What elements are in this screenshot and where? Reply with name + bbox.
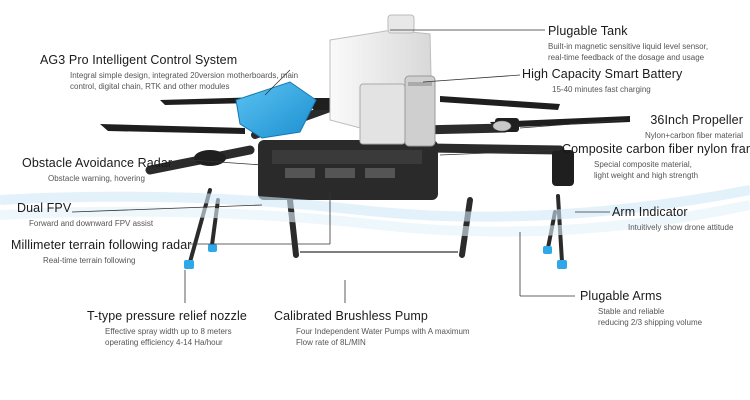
callout-title: AG3 Pro Intelligent Control System — [40, 53, 238, 67]
callout-title: Millimeter terrain following radar — [11, 238, 192, 252]
callout-title: High Capacity Smart Battery — [522, 67, 683, 81]
callout-title: Plugable Tank — [548, 24, 628, 38]
callout-desc: Four Independent Water Pumps with A maxi… — [296, 327, 470, 347]
callout-terrain-radar: Millimeter terrain following radar Real-… — [11, 238, 192, 266]
control-box — [235, 81, 317, 139]
callout-nozzle: T-type pressure relief nozzle Effective … — [87, 309, 247, 348]
callout-title: T-type pressure relief nozzle — [87, 309, 247, 323]
callout-battery: High Capacity Smart Battery 15-40 minute… — [522, 67, 682, 95]
callout-desc: Integral simple design, integrated 20ver… — [70, 71, 299, 91]
smart-battery — [404, 75, 436, 147]
callout-title: Calibrated Brushless Pump — [274, 309, 428, 323]
callout-obstacle-radar: Obstacle Avoidance Radar Obstacle warnin… — [22, 156, 172, 184]
callout-dual-fpv: Dual FPV Forward and downward FPV assist — [17, 201, 153, 229]
callout-desc: Intuitively show drone attitude — [628, 223, 734, 232]
main-body — [258, 140, 438, 200]
callout-title: Arm Indicator — [612, 205, 688, 219]
callout-control-system: AG3 Pro Intelligent Control System Integ… — [40, 53, 298, 92]
callout-title: Composite carbon fiber nylon frame — [562, 142, 750, 156]
callout-title: 36Inch Propeller — [650, 113, 743, 127]
callout-desc: Obstacle warning, hovering — [48, 174, 145, 183]
leader-lines — [71, 29, 626, 303]
callout-title: Obstacle Avoidance Radar — [22, 156, 173, 170]
callout-desc: Forward and downward FPV assist — [29, 219, 154, 228]
callout-title: Plugable Arms — [580, 289, 662, 303]
callout-desc: 15-40 minutes fast charging — [552, 85, 651, 94]
callout-arm-indicator: Arm Indicator Intuitively show drone att… — [612, 205, 733, 233]
callout-tank: Plugable Tank Built-in magnetic sensitiv… — [548, 24, 708, 63]
callout-frame: Composite carbon fiber nylon frame Speci… — [562, 142, 750, 181]
callout-desc: Special composite material,light weight … — [594, 160, 699, 180]
callout-pump: Calibrated Brushless Pump Four Independe… — [274, 309, 470, 348]
callout-desc: Real-time terrain following — [43, 256, 136, 265]
callout-desc: Built-in magnetic sensitive liquid level… — [548, 42, 709, 62]
callout-propeller: 36Inch Propeller Nylon+carbon fiber mate… — [645, 113, 743, 141]
nozzles — [184, 244, 567, 269]
spray-mist — [0, 185, 750, 237]
callout-title: Dual FPV — [17, 201, 72, 215]
callout-desc: Nylon+carbon fiber material — [644, 131, 743, 140]
